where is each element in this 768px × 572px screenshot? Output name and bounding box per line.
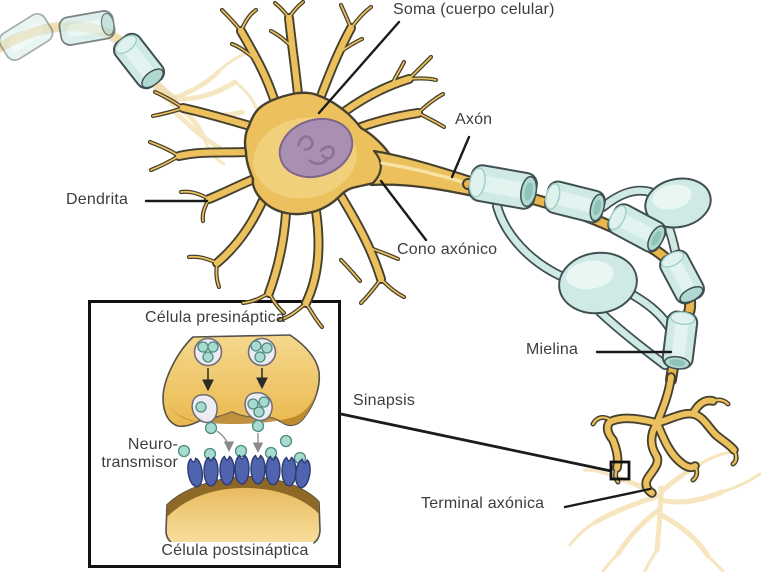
- soma-cell-body: [243, 91, 394, 216]
- axon-terminal-leader-line: [563, 487, 652, 509]
- diffusion-arrows: [216, 430, 264, 453]
- label-postsynaptic-cell: Célula postsináptica: [156, 542, 314, 560]
- label-neurotransmitter-line1: Neuro-: [127, 436, 178, 453]
- synapse-inset-art: [162, 334, 321, 547]
- postsynaptic-cell-shape: [165, 475, 321, 547]
- axon-leader-line: [450, 135, 471, 179]
- faint-postsynaptic-dendrites: [568, 450, 762, 572]
- schwann-cell-body: [558, 177, 712, 315]
- label-presynaptic-cell: Célula presináptica: [145, 309, 285, 326]
- label-axon-hillock: Cono axónico: [397, 241, 498, 258]
- axon-shape: [369, 149, 475, 198]
- leader-lines: [144, 20, 673, 509]
- label-synapse: Sinapsis: [353, 392, 416, 409]
- label-neurotransmitter: Neuro- transmisor: [80, 436, 178, 472]
- axon-terminal-branches: [593, 377, 736, 493]
- synaptic-vesicles: [193, 337, 277, 367]
- synapse-leader-line: [339, 412, 613, 473]
- incoming-myelinated-axon: [0, 10, 177, 104]
- soma-leader-line: [317, 20, 401, 115]
- nucleus: [278, 118, 354, 178]
- label-axon-terminal: Terminal axónica: [421, 495, 545, 512]
- schwann-membranes: [492, 185, 681, 370]
- label-myelin: Mielina: [526, 341, 579, 358]
- label-axon: Axón: [455, 111, 493, 128]
- presynaptic-terminal-shape: [162, 334, 321, 428]
- vesicle-arrows: [202, 368, 268, 392]
- myelinated-axon-chain: [462, 164, 712, 386]
- myelin-segments: [468, 164, 705, 370]
- synapse-zoom-square: [609, 460, 631, 481]
- label-neurotransmitter-line2: transmisor: [101, 454, 178, 471]
- label-dendrite: Dendrita: [66, 191, 129, 208]
- label-soma: Soma (cuerpo celular): [393, 1, 555, 18]
- fusing-vesicles: [191, 392, 273, 424]
- axon-hillock-leader-line: [379, 179, 428, 242]
